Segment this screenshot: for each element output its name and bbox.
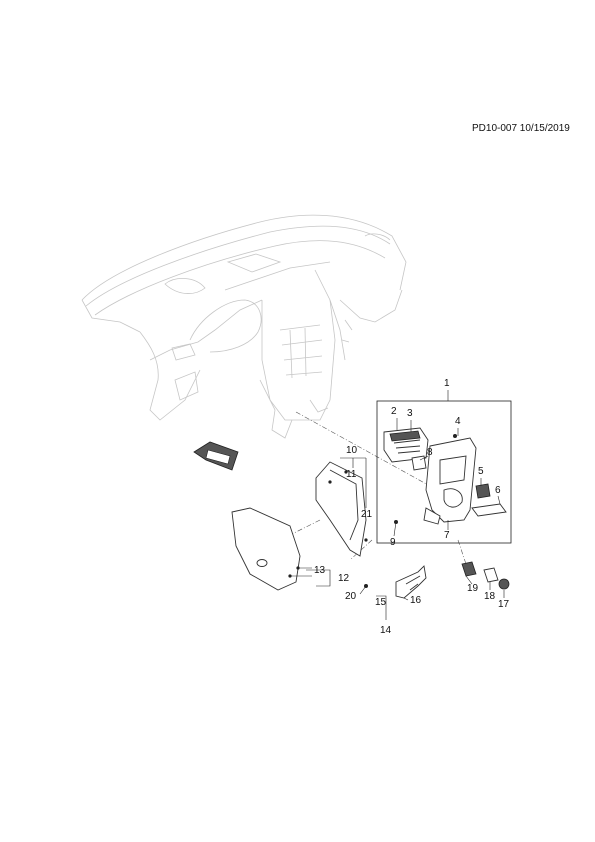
callout-3: 3 xyxy=(407,408,413,419)
callout-6: 6 xyxy=(495,485,501,496)
callout-20: 20 xyxy=(345,591,357,602)
callout-1: 1 xyxy=(444,378,450,389)
callout-4: 4 xyxy=(455,416,461,427)
callout-9: 9 xyxy=(390,537,396,548)
dashboard-ghost xyxy=(81,214,407,439)
callout-15: 15 xyxy=(375,597,387,608)
callout-16: 16 xyxy=(410,595,422,606)
assembly-box xyxy=(376,400,512,544)
callout-13: 13 xyxy=(314,565,326,576)
mat-6 xyxy=(471,503,507,517)
callout-5: 5 xyxy=(478,466,484,477)
callout-2: 2 xyxy=(391,406,397,417)
callout-18: 18 xyxy=(484,591,496,602)
lower-trim-panel xyxy=(231,507,301,591)
callout-19: 19 xyxy=(467,583,479,594)
side-panel xyxy=(315,461,367,557)
callout-8: 8 xyxy=(427,447,433,458)
switch-5 xyxy=(475,483,491,499)
fittings xyxy=(461,561,510,590)
callout-12: 12 xyxy=(338,573,350,584)
callout-17: 17 xyxy=(498,599,510,610)
front-arrow-icon xyxy=(193,441,239,471)
callout-7: 7 xyxy=(444,530,450,541)
bracket-8 xyxy=(411,455,427,471)
mounting-bracket xyxy=(395,565,427,599)
callout-21: 21 xyxy=(361,509,373,520)
leader-lines xyxy=(290,390,505,620)
callout-11: 11 xyxy=(346,469,357,480)
drawing-reference: PD10-007 10/15/2019 xyxy=(472,123,570,134)
callout-10: 10 xyxy=(346,445,358,456)
callout-14: 14 xyxy=(380,625,392,636)
console-bezel xyxy=(423,437,477,525)
switch-module xyxy=(383,427,429,463)
